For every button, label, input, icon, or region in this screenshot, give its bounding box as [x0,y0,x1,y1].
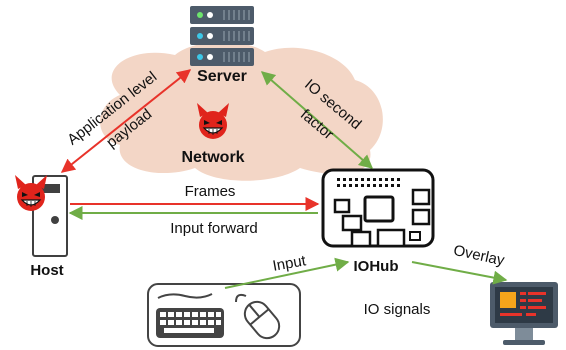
host-label: Host [30,262,63,279]
server-label: Server [197,68,247,85]
input-label: Input [271,252,308,275]
overlay-label: Overlay [452,242,507,269]
raspberry-pi-board-icon [321,168,435,248]
iohub-label: IOHub [354,258,399,275]
keyboard-mouse-icon [147,283,301,347]
input-forward-label: Input forward [170,220,258,237]
overlay-arrow [411,261,508,285]
io-signals-label: IO signals [364,301,431,318]
frames-label: Frames [185,183,236,200]
network-label: Network [181,149,244,166]
app-payload-arrow [60,69,192,173]
io-second-factor-arrow [260,71,374,169]
monitor-icon [490,282,558,345]
server-rack-icon [190,6,254,66]
input-arrow [224,257,350,289]
